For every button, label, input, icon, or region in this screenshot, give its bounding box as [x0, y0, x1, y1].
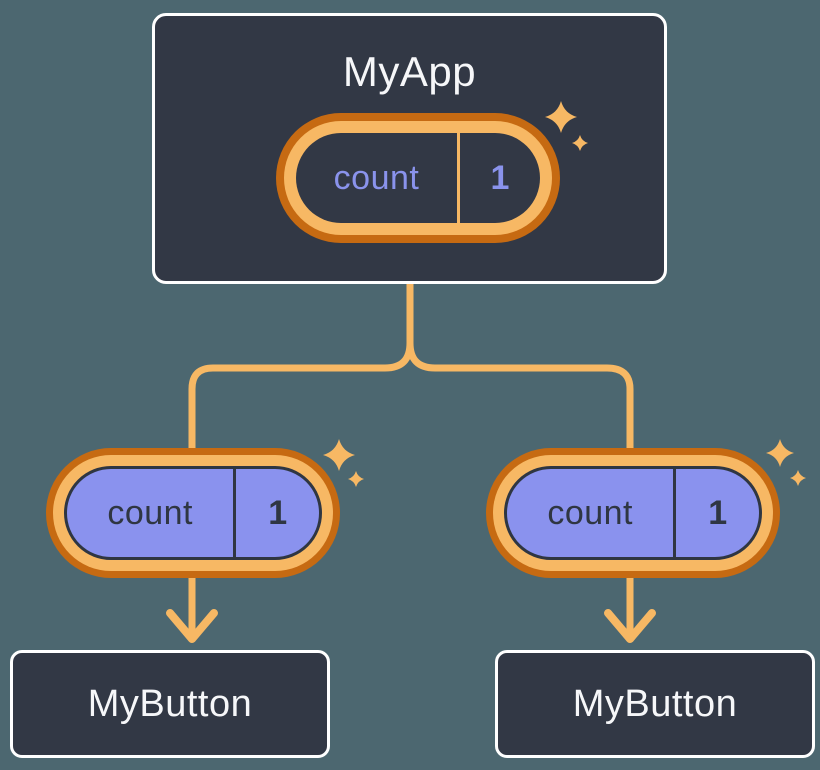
component-title-root: MyApp [342, 48, 477, 95]
state-name-label: count [333, 158, 420, 197]
state-pill-body: count 1 [296, 133, 540, 223]
state-pill-ring: count 1 [284, 121, 552, 235]
state-pill-root: count 1 [276, 113, 560, 243]
state-value: 1 [673, 469, 759, 557]
state-pill-right: count 1 [486, 448, 780, 578]
component-box-child-right: MyButton [495, 650, 815, 758]
state-pill-ring: count 1 [493, 455, 773, 571]
state-pill-body: count 1 [504, 466, 762, 560]
state-pill-left: count 1 [46, 448, 340, 578]
left-branch-line [188, 339, 414, 641]
left-arrowhead-icon [166, 609, 218, 643]
sparkle-icon [323, 439, 364, 487]
state-name-label: count [547, 493, 633, 532]
right-branch-line [406, 339, 634, 641]
state-pill-ring: count 1 [53, 455, 333, 571]
state-value: 1 [457, 133, 540, 223]
state-name-label: count [107, 493, 193, 532]
component-title-child-left: MyButton [87, 682, 253, 725]
sparkle-icon [766, 439, 806, 486]
component-box-root: MyApp count 1 [152, 13, 667, 284]
right-arrowhead-icon [604, 609, 656, 643]
sparkle-icon [545, 101, 588, 151]
component-title-child-right: MyButton [572, 682, 738, 725]
component-box-child-left: MyButton [10, 650, 330, 758]
state-value: 1 [233, 469, 319, 557]
state-pill-body: count 1 [64, 466, 322, 560]
